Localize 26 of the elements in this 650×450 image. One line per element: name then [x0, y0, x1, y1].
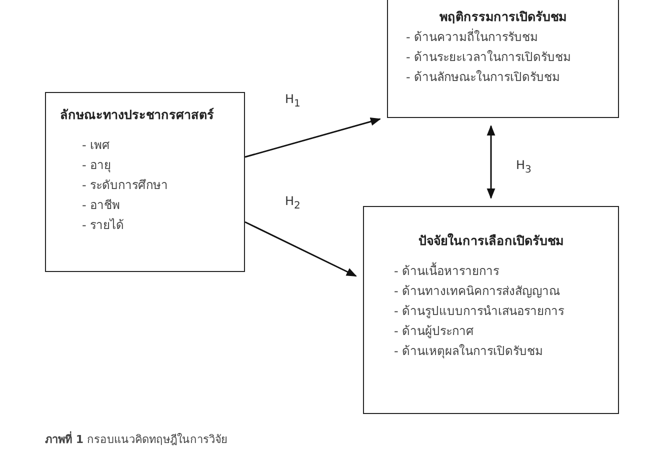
- hypothesis-label: H$_{3}$: [516, 158, 532, 176]
- hypothesis-label: H$_{2}$: [285, 194, 300, 212]
- concept-box: [387, 0, 619, 118]
- list-item: - ด้านทางเทคนิคการส่งสัญญาณ: [394, 283, 560, 300]
- hypothesis-label: H$_{1}$: [285, 92, 300, 110]
- box-heading: พฤติกรรมการเปิดรับชม: [440, 8, 566, 26]
- arrow: [244, 118, 381, 158]
- box-heading: ปัจจัยในการเลือกเปิดรับชม: [418, 232, 564, 250]
- list-item: - ระดับการศึกษา: [82, 177, 168, 194]
- list-item: - ด้านผู้ประกาศ: [394, 323, 474, 340]
- list-item: - เพศ: [82, 137, 110, 154]
- arrow: [244, 221, 357, 277]
- box-heading: ลักษณะทางประชากรศาสตร์: [60, 106, 214, 124]
- list-item: - รายได้: [82, 217, 124, 234]
- list-item: - ด้านเนื้อหารายการ: [394, 261, 500, 280]
- list-item: - ด้านรูปแบบการนำเสนอรายการ: [394, 303, 564, 320]
- arrow: [486, 124, 496, 200]
- list-item: - อายุ: [82, 157, 112, 174]
- list-item: - ด้านเหตุผลในการเปิดรับชม: [394, 343, 544, 360]
- figure-caption: ภาพที่ 1 กรอบแนวคิดทฤษฎีในการวิจัย: [45, 430, 227, 448]
- list-item: - ด้านลักษณะในการเปิดรับชม: [406, 69, 560, 86]
- concept-box: [45, 92, 245, 272]
- list-item: - ด้านระยะเวลาในการเปิดรับชม: [406, 49, 572, 66]
- list-item: - อาชีพ: [82, 197, 120, 214]
- concept-box: [363, 206, 619, 414]
- list-item: - ด้านความถี่ในการรับชม: [406, 28, 538, 46]
